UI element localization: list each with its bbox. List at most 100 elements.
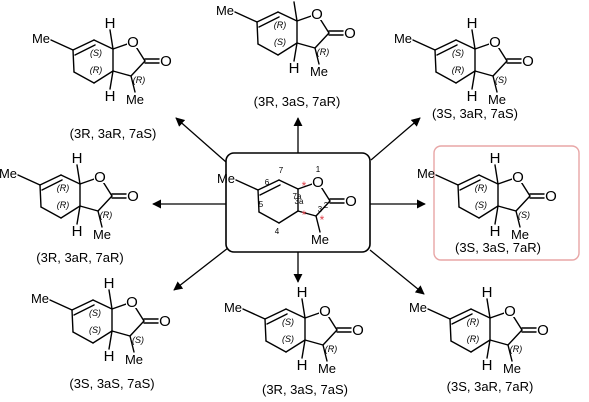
c3-methyl-bond: [322, 344, 328, 362]
c3-c3a-bond: [297, 210, 317, 217]
h3a-label: H: [467, 88, 478, 105]
ring-oxygen-mask: [512, 169, 524, 183]
h3a-label: H: [104, 348, 115, 365]
descriptor-3: (R): [510, 344, 523, 354]
h7a-label: H: [490, 150, 501, 167]
c3a-h-bond: [471, 70, 476, 90]
c3-c3a-bond: [489, 339, 509, 346]
c5-c6-bond: [434, 49, 437, 73]
c3a-c4-bond: [278, 210, 299, 224]
methyl-bond: [17, 174, 41, 186]
descriptor-7a: (R): [57, 183, 70, 193]
ring-oxygen-label: O: [512, 169, 524, 186]
c7a-h-bond: [76, 164, 81, 185]
h7a-label: H: [482, 284, 493, 301]
c5-c6-bond: [449, 318, 452, 342]
descriptor-7a: (S): [90, 48, 102, 58]
stereocenter-3a: *: [302, 208, 307, 222]
ring-oxygen-mask: [127, 34, 139, 48]
ring-oxygen-label: O: [126, 294, 138, 311]
highlight-box: [433, 145, 580, 261]
locant-3: 3: [318, 205, 323, 214]
ring-oxygen-label: O: [311, 6, 323, 23]
c7-c7a-bond: [277, 11, 298, 22]
ring-oxygen-label: O: [127, 34, 139, 51]
h7a-label: H: [105, 15, 116, 32]
descriptor-3: (S): [518, 210, 530, 220]
c6-c7-bond: [39, 174, 62, 186]
methyl-bond: [435, 174, 459, 186]
h7a-label: H: [289, 0, 300, 4]
locant-7a: 7a: [293, 192, 302, 201]
c3a-c4-bond: [455, 70, 476, 84]
isomer-caption: (3S, 3aR, 7aS): [432, 106, 518, 121]
c6-c7-bond: [256, 11, 279, 23]
c7-c7a-bond: [60, 174, 81, 185]
c3-c3a-bond: [112, 70, 132, 77]
c3-methyl-label: Me: [511, 227, 529, 242]
ring-oxygen-mask: [311, 6, 323, 20]
locant-5: 5: [259, 200, 264, 209]
arrows: [152, 117, 426, 295]
c5-c6-bond: [39, 184, 42, 208]
c4-c5-bond: [73, 71, 95, 84]
isomer-caption: (3R, 3aS, 7aR): [254, 94, 341, 109]
methyl-label: Me: [417, 166, 435, 181]
c7-c7a-bond: [278, 179, 299, 190]
c4-c5-bond: [40, 206, 62, 219]
ring-oxygen-mask: [94, 169, 106, 183]
c5-c6-bond: [257, 189, 260, 213]
descriptor-3a: (S): [282, 334, 294, 344]
c6-c7-bond: [457, 174, 480, 186]
c3-methyl-label: Me: [311, 232, 329, 247]
isomer-caption: (3R, 3aR, 7aS): [70, 126, 157, 141]
c2-c3-bond: [97, 195, 113, 212]
methyl-bond: [49, 299, 73, 311]
c3a-h-bond: [76, 205, 81, 225]
c5-c6-bond: [72, 49, 75, 73]
descriptor-7a: (S): [282, 317, 294, 327]
c6-c7-bond: [257, 179, 280, 191]
c6-c7-bond: [72, 39, 95, 51]
h7a-label: H: [297, 284, 308, 301]
ring-oxygen-label: O: [312, 174, 324, 191]
c2-c3-bond: [507, 329, 523, 346]
c3-methyl-bond: [129, 335, 135, 353]
c3a-c4-bond: [285, 339, 306, 353]
c3a-c4-bond: [277, 42, 298, 56]
descriptor-7a: (R): [475, 183, 488, 193]
ring-oxygen-mask: [312, 174, 324, 188]
c4-c5-bond: [257, 43, 279, 56]
descriptor-3a: (S): [89, 325, 101, 335]
c3-methyl-label: Me: [310, 64, 328, 79]
c3-c3a-bond: [497, 205, 517, 212]
c3-methyl-bond: [507, 344, 513, 362]
ring-oxygen-mask: [504, 303, 516, 317]
center-box: [225, 152, 371, 253]
methyl-bond: [412, 39, 436, 51]
carbonyl-oxygen-label: O: [537, 322, 549, 339]
c3-c3a-bond: [79, 205, 99, 212]
c7a-h-bond: [471, 29, 476, 50]
ring-oxygen-label: O: [489, 34, 501, 51]
c3a-h-bond: [293, 42, 298, 62]
c3-c3a-bond: [296, 42, 316, 49]
c6-c7-double-bond: [73, 304, 95, 316]
c7a-h-bond: [301, 298, 306, 319]
carbonyl-oxygen-label: O: [344, 25, 356, 42]
locant-1: 1: [316, 165, 321, 174]
methyl-label: Me: [0, 166, 17, 181]
carbonyl-oxygen-label: O: [127, 188, 139, 205]
c6-c7-double-bond: [258, 16, 280, 28]
c3a-c4-bond: [60, 205, 81, 219]
descriptor-3a: (R): [452, 65, 465, 75]
h3a-label: H: [105, 88, 116, 105]
c5-c6-bond: [256, 21, 259, 45]
methyl-bond: [235, 179, 259, 191]
